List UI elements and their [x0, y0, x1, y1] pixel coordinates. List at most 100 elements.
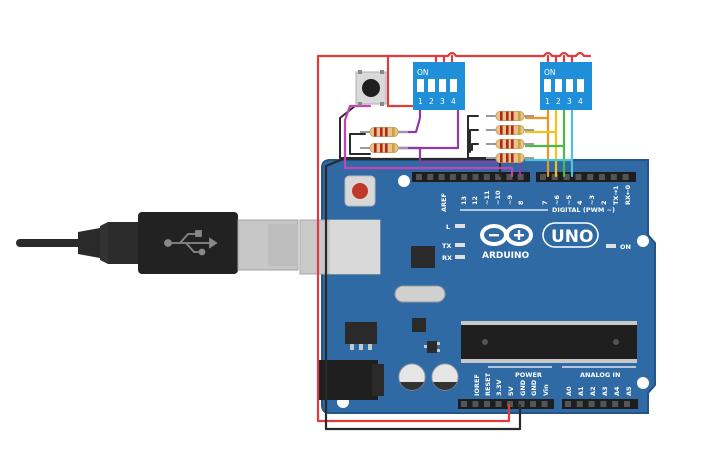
power-header-label: POWER: [515, 371, 542, 379]
atmega-chip: [461, 321, 637, 363]
dip-number: 3: [567, 97, 572, 106]
header-pin-hole[interactable]: [449, 174, 456, 180]
power-pin-label: 5V: [507, 386, 515, 396]
header-pin-hole[interactable]: [600, 401, 607, 407]
header-pin-hole[interactable]: [461, 401, 467, 407]
transistor: [424, 341, 440, 353]
header-pin-hole[interactable]: [575, 174, 582, 180]
analog-pin-label: A3: [601, 386, 609, 396]
resistor: [486, 125, 534, 135]
dip-slot[interactable]: [555, 79, 562, 92]
uno-label: UNO: [551, 227, 593, 247]
header-pin-hole[interactable]: [507, 401, 513, 407]
header-pin-hole[interactable]: [461, 174, 468, 180]
digital-pin-label: ~11: [483, 190, 491, 205]
digital-pin-label: 2: [600, 200, 608, 205]
header-pin-hole[interactable]: [588, 401, 595, 407]
dip-number: 4: [578, 97, 583, 106]
digital-header-label: DIGITAL (PWM ~): [552, 206, 615, 214]
power-pin-label: 3.3V: [495, 379, 503, 396]
mounting-hole: [637, 235, 649, 247]
reset-button[interactable]: [344, 175, 376, 207]
header-pin-hole[interactable]: [599, 174, 605, 180]
uno-badge: [542, 222, 599, 248]
header-pin-hole[interactable]: [416, 174, 422, 180]
header-pin-hole[interactable]: [472, 401, 479, 407]
usb-controller-chip: [411, 246, 435, 268]
resistor: [486, 153, 534, 163]
header-pin-hole[interactable]: [427, 174, 434, 180]
header-pin-hole[interactable]: [495, 401, 502, 407]
dip-slot[interactable]: [544, 79, 551, 92]
dip-slot[interactable]: [428, 79, 435, 92]
dip-number: 4: [451, 97, 456, 106]
analog-pin-label: A2: [589, 386, 597, 396]
header-pin-hole[interactable]: [495, 174, 502, 180]
led-l: [455, 224, 465, 228]
header-pin-hole[interactable]: [438, 174, 445, 180]
header-pin-hole[interactable]: [506, 174, 513, 180]
power-pin-label: GND: [519, 379, 527, 396]
usb-cable: [16, 212, 299, 274]
analog-pin-label: A0: [565, 386, 573, 396]
header-pin-hole[interactable]: [576, 401, 583, 407]
dip-slot[interactable]: [439, 79, 446, 92]
resistor: [486, 139, 534, 149]
header-pin-hole[interactable]: [624, 401, 630, 407]
dip-number: 1: [545, 97, 550, 106]
digital-pin-label: ~3: [588, 195, 596, 205]
header-pin-hole[interactable]: [612, 401, 619, 407]
mounting-hole: [398, 175, 410, 187]
led-l-label: L: [446, 223, 450, 231]
digital-pin-label: ~5: [565, 195, 573, 205]
header-pin-hole[interactable]: [540, 174, 546, 180]
aref-label: AREF: [440, 193, 448, 212]
analog-pin-label: A5: [625, 386, 633, 396]
dip-slot[interactable]: [417, 79, 424, 92]
voltage-regulator: [345, 322, 377, 350]
led-rx: [455, 255, 465, 259]
capacitor: [398, 363, 426, 391]
power-pin-label: Vin: [542, 384, 550, 396]
power-pin-label: RESET: [484, 372, 492, 396]
header-pin-hole[interactable]: [587, 174, 594, 180]
header-pin-hole[interactable]: [530, 401, 536, 407]
dip-number: 3: [440, 97, 445, 106]
dip-slot[interactable]: [566, 79, 573, 92]
digital-pin-label: 13: [460, 196, 468, 205]
push-button[interactable]: [355, 70, 387, 106]
usb-symbol-icon: [164, 230, 218, 256]
led-tx-label: TX: [442, 242, 451, 250]
digital-pin-label: 7: [541, 200, 549, 205]
digital-header: [412, 172, 636, 182]
header-pin-hole[interactable]: [484, 401, 490, 407]
header-pin-hole[interactable]: [565, 401, 571, 407]
led-on: [606, 244, 616, 248]
digital-pin-label: ~9: [506, 195, 514, 205]
power-pin-label: GND: [530, 379, 538, 396]
dip-slot[interactable]: [450, 79, 457, 92]
mounting-hole: [637, 377, 649, 389]
header-pin-hole[interactable]: [483, 174, 490, 180]
led-tx: [455, 243, 465, 247]
dip-right-on-label: ON: [544, 68, 556, 77]
header-pin-hole[interactable]: [517, 174, 524, 180]
header-pin-hole[interactable]: [551, 174, 558, 180]
header-pin-hole[interactable]: [541, 401, 548, 407]
header-pin-hole[interactable]: [610, 174, 617, 180]
header-pin-hole[interactable]: [563, 174, 570, 180]
digital-pin-label: RX←0: [624, 185, 632, 205]
header-pin-hole[interactable]: [472, 174, 479, 180]
dip-left-on-label: ON: [417, 68, 429, 77]
header-pin-hole[interactable]: [518, 401, 525, 407]
capacitor: [431, 363, 459, 391]
arduino-logo-icon: [480, 224, 533, 246]
digital-pin-label: 4: [576, 200, 584, 205]
dip-number: 1: [418, 97, 423, 106]
dip-slot[interactable]: [577, 79, 584, 92]
header-pin-hole[interactable]: [622, 174, 629, 180]
